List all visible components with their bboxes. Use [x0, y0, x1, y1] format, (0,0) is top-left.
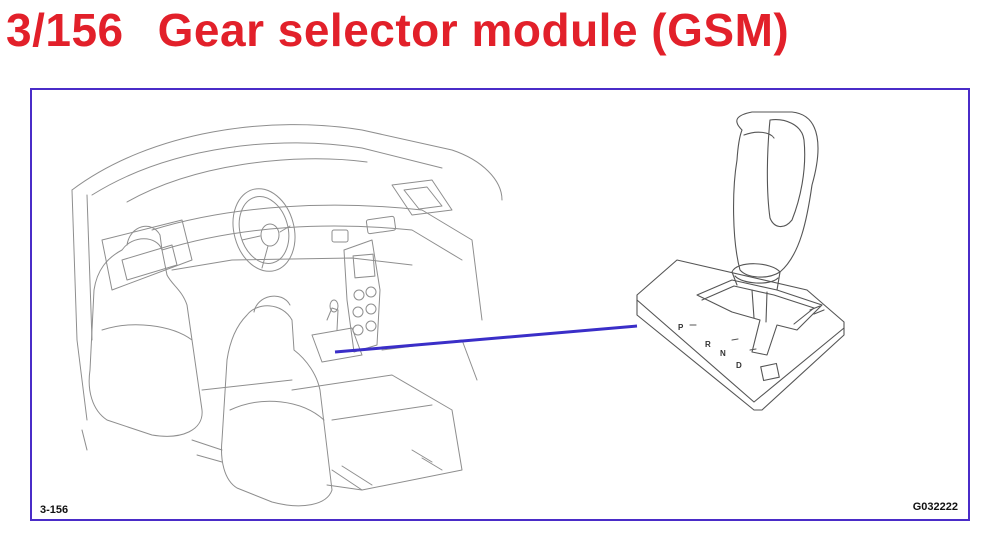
title-text: Gear selector module (GSM)	[157, 4, 790, 56]
figure-label-left: 3-156	[40, 504, 69, 516]
leader-line	[334, 324, 638, 354]
shift-label-n: N	[720, 349, 726, 358]
shift-label-p: P	[678, 323, 684, 332]
shift-label-d: D	[736, 361, 742, 370]
illustration: P R N D	[71, 111, 845, 507]
car-interior-drawing	[71, 124, 503, 507]
gear-selector-drawing	[636, 111, 845, 411]
figure-number: 3/156	[6, 4, 124, 56]
illustration-frame: P R N D 3-156 G032222	[30, 88, 970, 521]
page-title: 3/156 Gear selector module (GSM)	[6, 2, 789, 58]
figure-label-right: G032222	[912, 501, 958, 513]
shift-label-r: R	[705, 340, 711, 349]
